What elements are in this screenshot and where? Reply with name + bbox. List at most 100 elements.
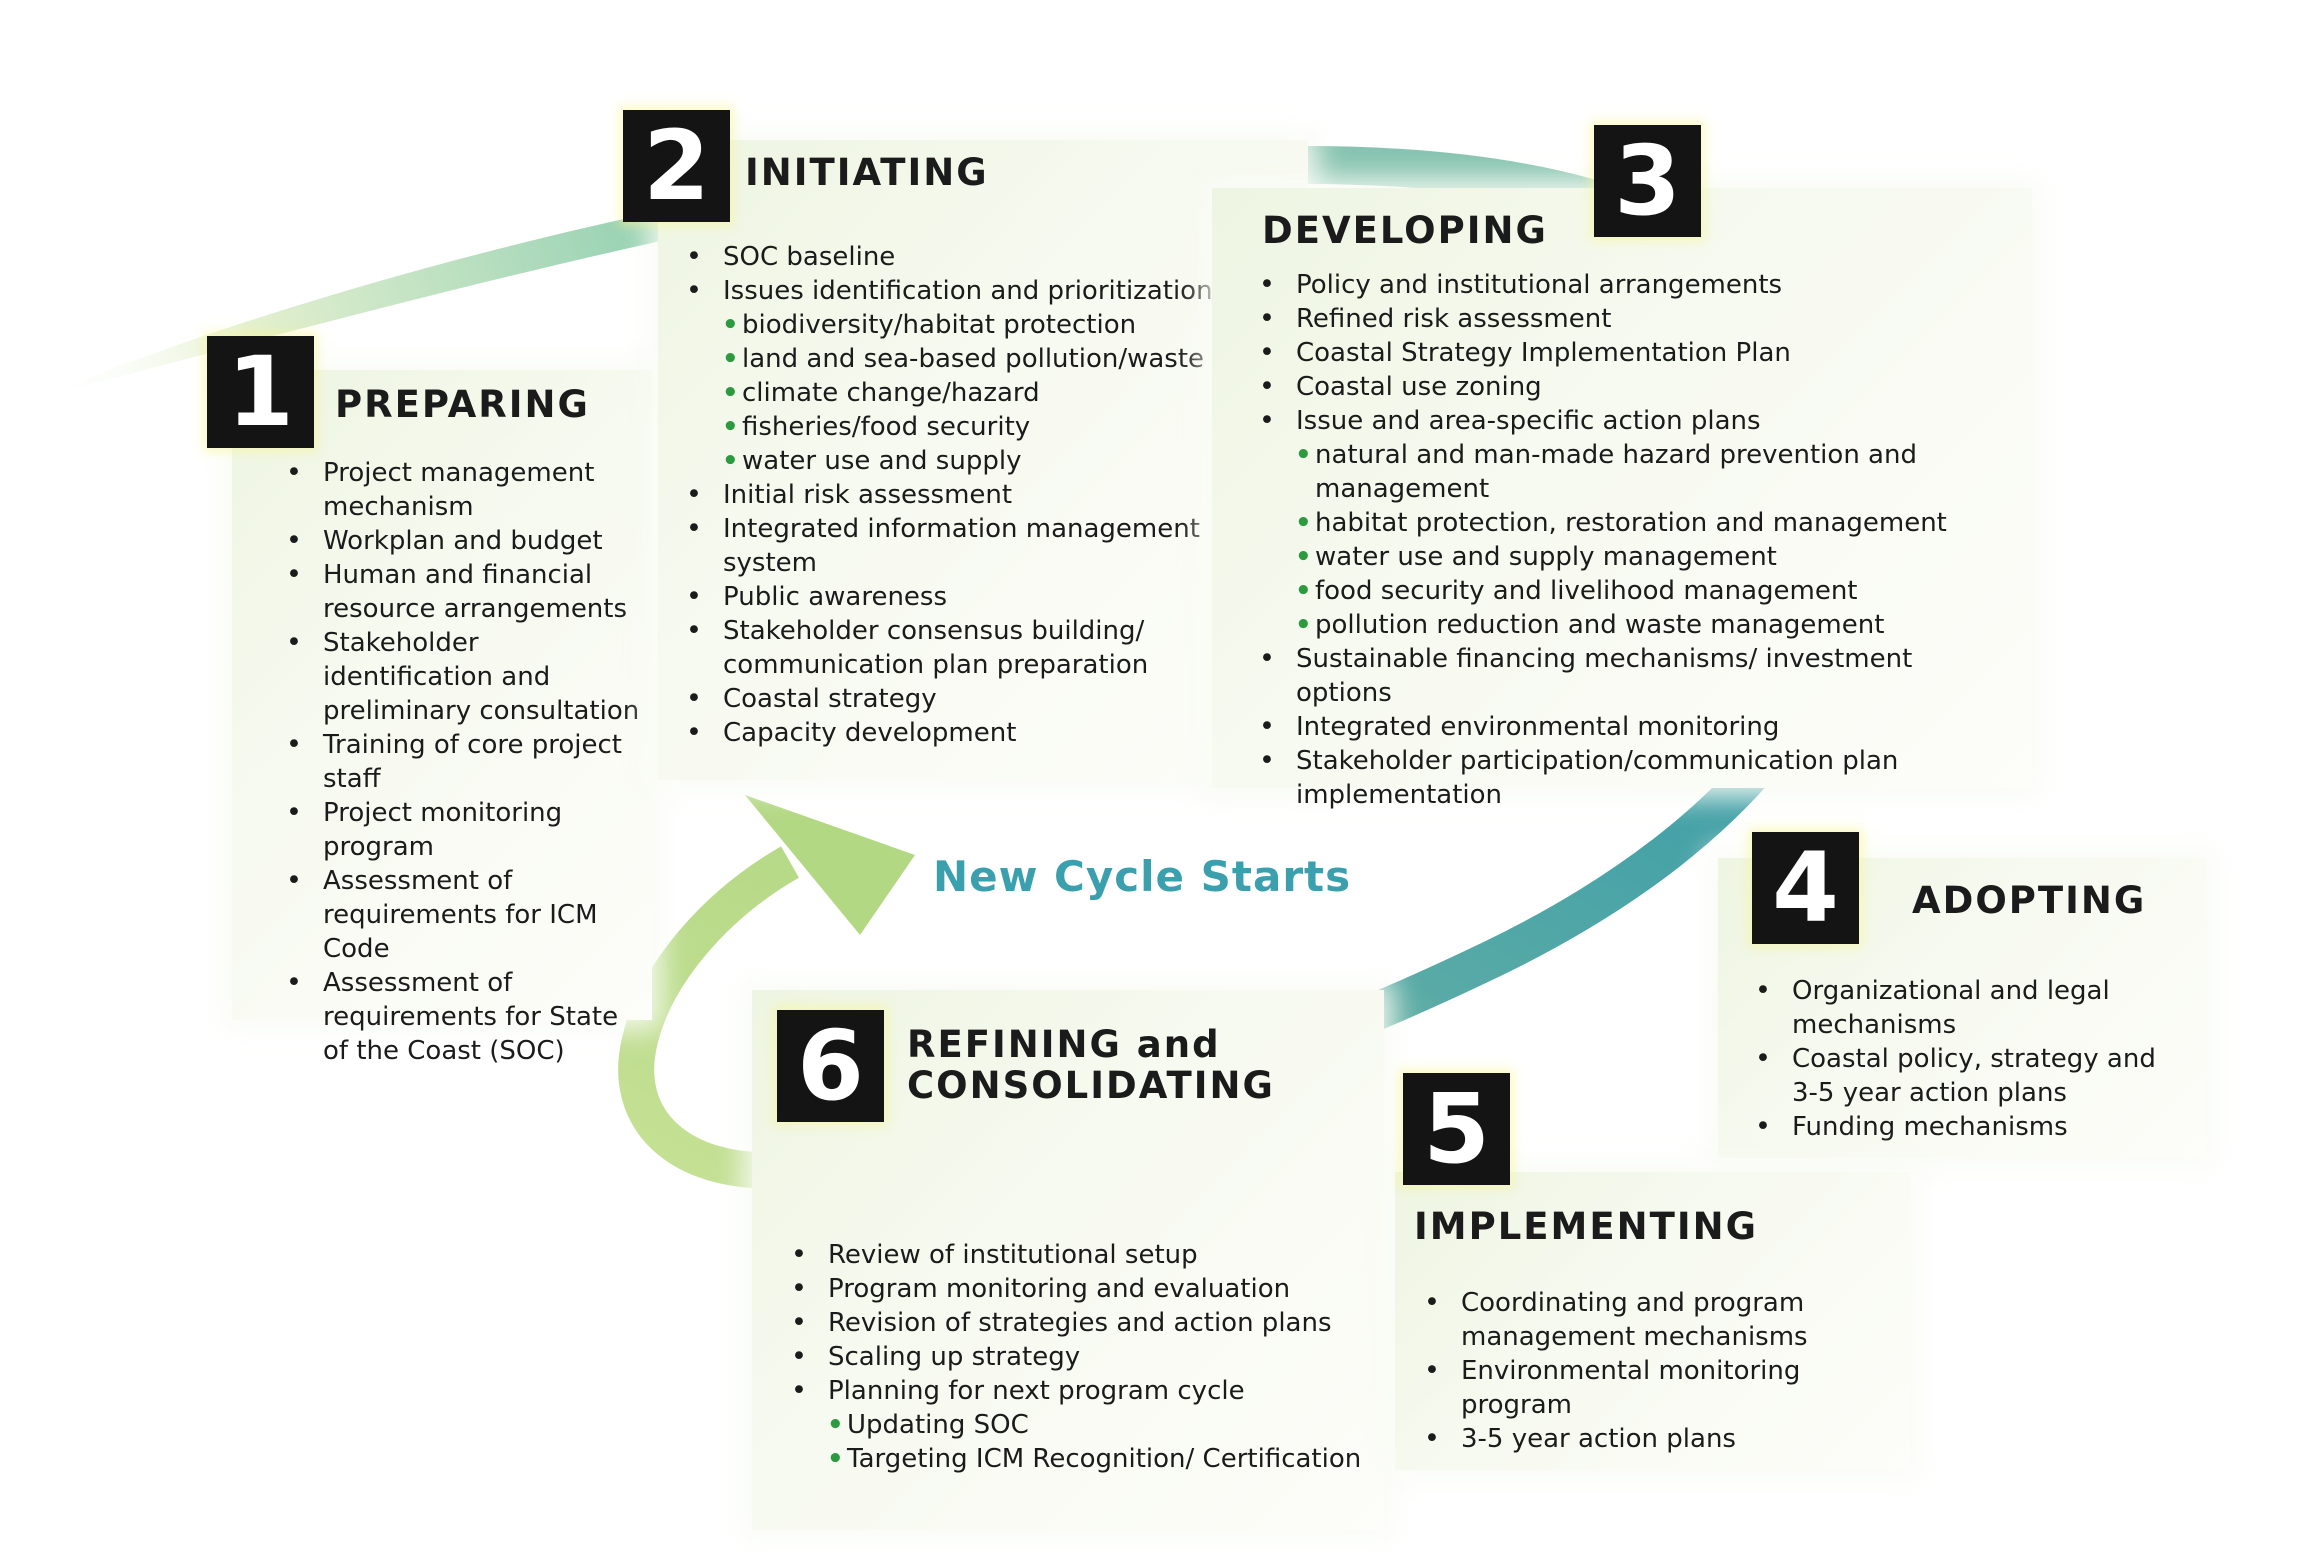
sub-bullet-icon: • [722,446,739,476]
sub-list-item: •water use and supply management [1253,540,2013,574]
list-item: Workplan and budget [280,524,650,558]
list-item: Organizational and legal mechanisms [1749,974,2189,1042]
sub-bullet-icon: • [1295,440,1312,470]
list-item-text: Training of core project staff [323,730,622,794]
stage-3-item-list: Policy and institutional arrangementsRef… [1253,268,2013,812]
stage-2-number-badge: 2 [623,110,730,222]
list-item-text: biodiversity/habitat protection [742,310,1137,340]
list-item: Funding mechanisms [1749,1110,2189,1144]
stage-5-number-badge: 5 [1403,1073,1510,1185]
list-item: Revision of strategies and action plans [785,1306,1375,1340]
list-item-text: Review of institutional setup [828,1240,1198,1270]
list-item-text: water use and supply management [1315,542,1777,572]
list-item-text: Revision of strategies and action plans [828,1308,1332,1338]
list-item: Coastal strategy [680,682,1280,716]
list-item: Coastal Strategy Implementation Plan [1253,336,2013,370]
list-item-text: Integrated environmental monitoring [1296,712,1780,742]
list-item-text: Issues identification and prioritization [723,276,1213,306]
list-item: Refined risk assessment [1253,302,2013,336]
sub-list-item: •fisheries/food security [680,410,1280,444]
sub-list-item: •water use and supply [680,444,1280,478]
list-item-text: pollution reduction and waste management [1315,610,1885,640]
list-item: Assessment of requirements for State of … [280,966,650,1068]
sub-list-item: •food security and livelihood management [1253,574,2013,608]
list-item: Integrated environmental monitoring [1253,710,2013,744]
list-item-text: Planning for next program cycle [828,1376,1245,1406]
new-cycle-label: New Cycle Starts [933,852,1352,901]
list-item-text: Coastal Strategy Implementation Plan [1296,338,1791,368]
list-item-text: Stakeholder participation/communication … [1296,746,1899,810]
stage-4-number-badge: 4 [1752,832,1859,944]
list-item: Program monitoring and evaluation [785,1272,1375,1306]
list-item-text: Coastal strategy [723,684,937,714]
list-item: Capacity development [680,716,1280,750]
stage-3-title: DEVELOPING [1262,209,1548,252]
list-item-text: Assessment of requirements for State of … [323,968,619,1066]
list-item-text: Sustainable financing mechanisms/ invest… [1296,644,1913,708]
sub-list-item: •Updating SOC [785,1408,1375,1442]
list-item-text: water use and supply [742,446,1022,476]
list-item-text: Coastal use zoning [1296,372,1542,402]
sub-bullet-icon: • [1295,508,1312,538]
list-item: Planning for next program cycle [785,1374,1375,1408]
list-item-text: Integrated information management system [723,514,1200,578]
stage-1-title: PREPARING [335,383,590,426]
list-item: Stakeholder identification and prelimina… [280,626,650,728]
list-item: Training of core project staff [280,728,650,796]
sub-bullet-icon: • [722,344,739,374]
sub-list-item: •climate change/hazard [680,376,1280,410]
list-item: Issue and area-specific action plans [1253,404,2013,438]
sub-list-item: •natural and man-made hazard prevention … [1253,438,2013,506]
sub-list-item: •habitat protection, restoration and man… [1253,506,2013,540]
list-item: Project management mechanism [280,456,650,524]
stage-3-number-badge: 3 [1594,125,1701,237]
sub-bullet-icon: • [1295,610,1312,640]
list-item-text: Workplan and budget [323,526,603,556]
new-cycle-arrowhead [745,795,915,935]
sub-bullet-icon: • [722,378,739,408]
list-item: Integrated information management system [680,512,1280,580]
list-item-text: food security and livelihood management [1315,576,1858,606]
list-item-text: Program monitoring and evaluation [828,1274,1291,1304]
list-item-text: Updating SOC [847,1410,1029,1440]
list-item-text: Capacity development [723,718,1017,748]
list-item: Issues identification and prioritization [680,274,1280,308]
list-item-text: Assessment of requirements for ICM Code [323,866,598,964]
sub-bullet-icon: • [827,1410,844,1440]
list-item-text: Environmental monitoring program [1461,1356,1801,1420]
list-item: Coordinating and program management mech… [1418,1286,1888,1354]
stage-6-title: REFINING and CONSOLIDATING [907,1023,1275,1108]
list-item-text: Funding mechanisms [1792,1112,2068,1142]
list-item: Environmental monitoring program [1418,1354,1888,1422]
list-item: Project monitoring program [280,796,650,864]
list-item-text: Initial risk assessment [723,480,1013,510]
list-item: Sustainable financing mechanisms/ invest… [1253,642,2013,710]
list-item: Review of institutional setup [785,1238,1375,1272]
list-item: Public awareness [680,580,1280,614]
list-item-text: Policy and institutional arrangements [1296,270,1783,300]
list-item-text: Targeting ICM Recognition/ Certification [847,1444,1362,1474]
list-item: Stakeholder participation/communication … [1253,744,2013,812]
stage-2-title: INITIATING [745,151,989,194]
list-item-text: fisheries/food security [742,412,1031,442]
list-item-text: Coordinating and program management mech… [1461,1288,1808,1352]
lead-in-arrow [40,210,665,398]
list-item-text: Stakeholder consensus building/ communic… [723,616,1149,680]
list-item-text: Human and financial resource arrangement… [323,560,628,624]
list-item-text: Organizational and legal mechanisms [1792,976,2110,1040]
sub-bullet-icon: • [722,310,739,340]
sub-bullet-icon: • [1295,542,1312,572]
list-item-text: Public awareness [723,582,948,612]
sub-list-item: •Targeting ICM Recognition/ Certificatio… [785,1442,1375,1476]
list-item-text: Project monitoring program [323,798,563,862]
list-item-text: Refined risk assessment [1296,304,1612,334]
list-item: 3-5 year action plans [1418,1422,1888,1456]
list-item: Assessment of requirements for ICM Code [280,864,650,966]
list-item-text: habitat protection, restoration and mana… [1315,508,1947,538]
list-item-text: Issue and area-specific action plans [1296,406,1761,436]
list-item: Coastal policy, strategy and 3-5 year ac… [1749,1042,2189,1110]
list-item-text: natural and man-made hazard prevention a… [1315,440,1917,504]
list-item-text: 3-5 year action plans [1461,1424,1736,1454]
sub-list-item: •pollution reduction and waste managemen… [1253,608,2013,642]
stage-6-item-list: Review of institutional setupProgram mon… [785,1238,1375,1476]
